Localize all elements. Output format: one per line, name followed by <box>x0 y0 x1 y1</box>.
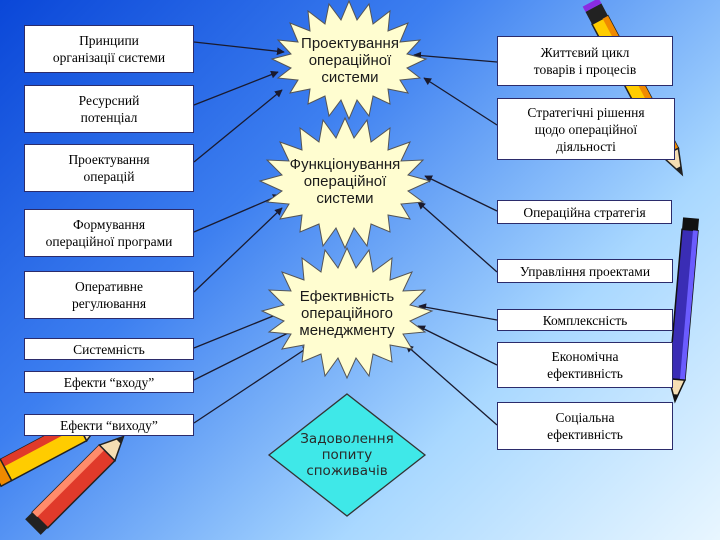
left-box-input-effects: Ефекти “входу” <box>24 371 194 393</box>
connector-strategic <box>423 77 498 126</box>
left-box-operations-design: Проектування операцій <box>24 144 194 192</box>
connector-strategy <box>424 175 498 212</box>
right-box-strategic-decisions: Стратегічні рішення щодо операційної дія… <box>497 98 675 160</box>
pencil-icon <box>667 217 700 404</box>
right-box-economic-efficiency: Економічна ефективність <box>497 342 673 388</box>
connector-complexity <box>418 303 498 321</box>
connector-output <box>193 345 311 424</box>
connector-economic <box>417 325 498 366</box>
right-box-project-management: Управління проектами <box>497 259 673 283</box>
burst-design-shape <box>270 0 428 121</box>
left-box-program: Формування операційної програми <box>24 209 194 257</box>
connector-input <box>193 327 299 381</box>
connector-operations-design <box>193 89 283 163</box>
right-box-operational-strategy: Операційна стратегія <box>497 200 672 224</box>
connector-resource <box>193 70 279 106</box>
burst-design: Проектування операційної системи <box>278 20 422 100</box>
connector-program <box>193 194 281 233</box>
left-box-systemness: Системність <box>24 338 194 360</box>
burst-design-label: Проектування операційної системи <box>301 34 399 86</box>
burst-function-label: Функціонування операційної системи <box>289 155 401 207</box>
left-box-principles: Принципи організації системи <box>24 25 194 73</box>
diamond-satisfaction-shape <box>267 393 427 517</box>
burst-efficiency-label: Ефективність операційного менеджменту <box>299 287 395 339</box>
connector-principles <box>193 41 285 56</box>
right-box-social-efficiency: Соціальна ефективність <box>497 402 673 450</box>
burst-efficiency-shape <box>260 246 434 380</box>
connector-regulation <box>193 207 283 293</box>
pencil-icon <box>25 435 125 535</box>
connector-projects <box>417 201 498 273</box>
left-box-regulation: Оперативне регулювання <box>24 271 194 319</box>
left-box-output-effects: Ефекти “виходу” <box>24 414 194 436</box>
connector-social <box>405 344 498 426</box>
left-box-resource: Ресурсний потенціал <box>24 85 194 133</box>
right-box-lifecycle: Життєвий цикл товарів і процесів <box>497 36 673 86</box>
burst-efficiency: Ефективність операційного менеджменту <box>266 273 428 353</box>
burst-function: Функціонування операційної системи <box>264 141 426 221</box>
connector-systemness <box>193 309 289 349</box>
connector-lifecycle <box>413 51 498 63</box>
burst-function-shape <box>258 116 432 250</box>
diamond-satisfaction-label: Задоволення попиту споживачів <box>300 431 394 479</box>
right-box-complexity: Комплексність <box>497 309 673 331</box>
